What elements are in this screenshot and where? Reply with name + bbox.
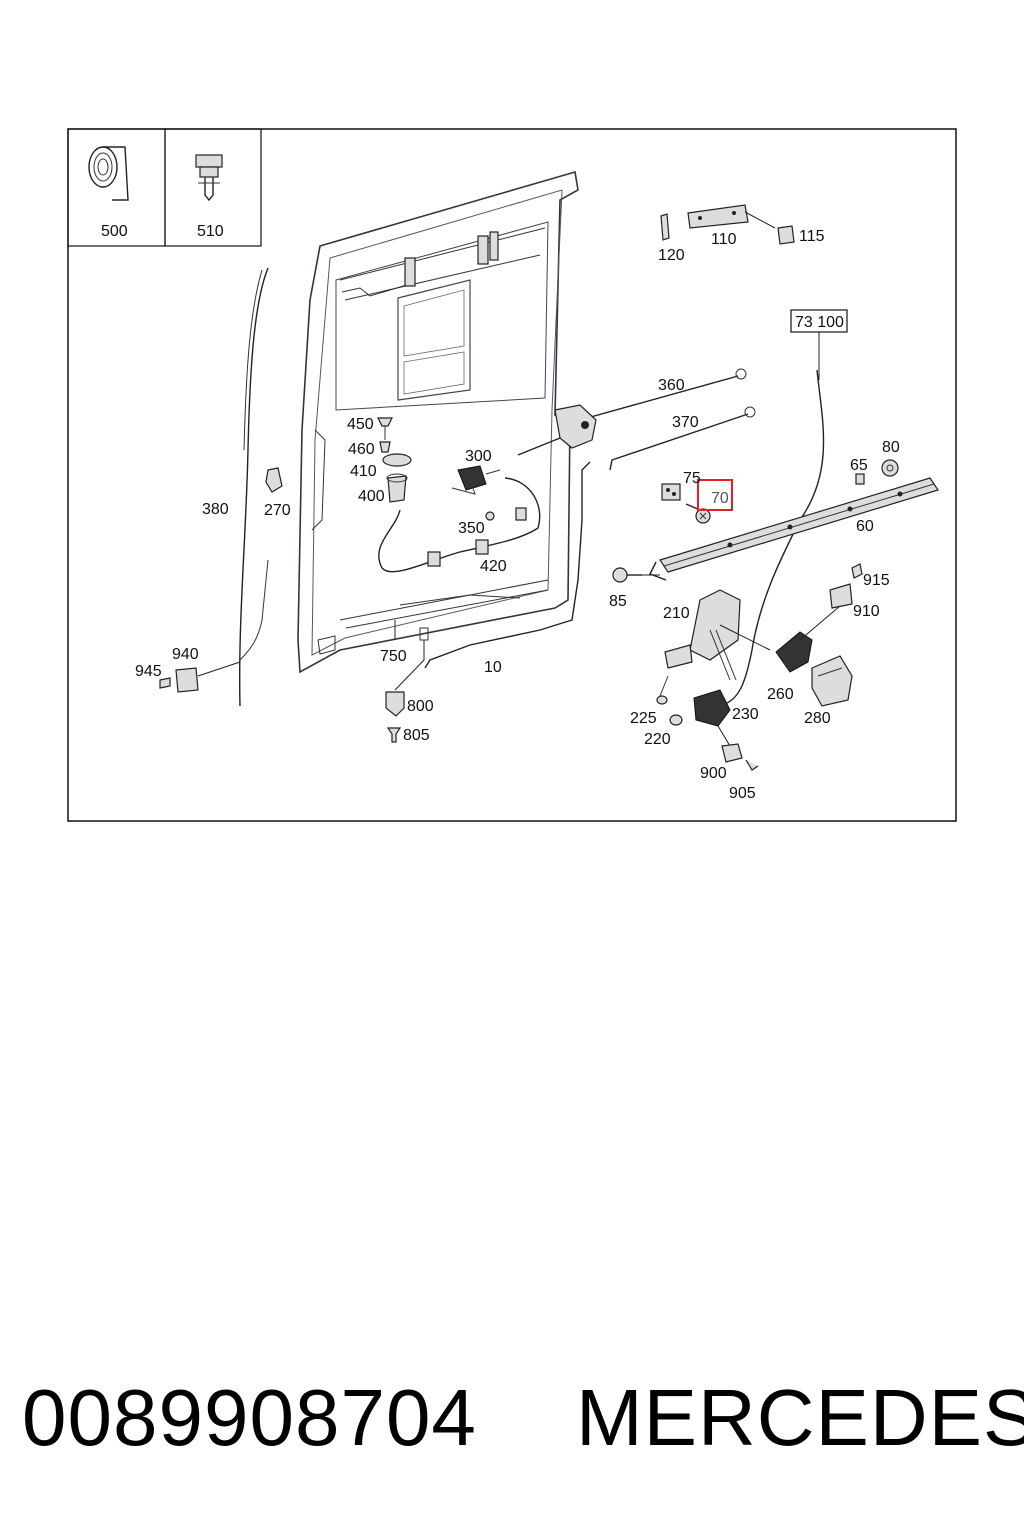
screw-225 <box>656 675 669 705</box>
highlight-box-70 <box>697 479 733 511</box>
part-number: 0089908704 <box>22 1373 477 1462</box>
callout-410: 410 <box>350 463 377 480</box>
tape-roll-icon <box>88 146 129 201</box>
callout-460: 460 <box>348 441 375 458</box>
harness-420 <box>378 477 541 573</box>
bumper-270 <box>265 467 283 493</box>
diagram-frame <box>67 128 957 822</box>
callout-805: 805 <box>403 727 430 744</box>
callout-260: 260 <box>767 686 794 703</box>
callout-65: 65 <box>850 457 868 474</box>
nut-220 <box>669 714 683 726</box>
footer: 0089908704 MERCEDES <box>0 1372 1024 1472</box>
callout-800: 800 <box>407 698 434 715</box>
plug-915 <box>851 563 863 579</box>
callout-420: 420 <box>480 558 507 575</box>
inset-boxes: 500 510 <box>67 128 262 247</box>
callout-915: 915 <box>863 572 890 589</box>
callout-350: 350 <box>458 520 485 537</box>
callout-300: 300 <box>465 448 492 465</box>
callout-370: 370 <box>672 414 699 431</box>
callout-85: 85 <box>609 593 627 610</box>
callout-750: 750 <box>380 648 407 665</box>
callout-450: 450 <box>347 416 374 433</box>
inset-label-510: 510 <box>197 223 224 240</box>
pad-75 <box>661 483 681 501</box>
cap-120 <box>660 213 670 241</box>
actuator-300 <box>451 465 501 495</box>
callout-225: 225 <box>630 710 657 727</box>
callout-900: 900 <box>700 765 727 782</box>
fastener-stack <box>377 417 412 503</box>
connector-800 <box>385 627 429 717</box>
rod-360 <box>579 368 747 421</box>
callout-73100: 73 100 <box>795 314 844 331</box>
screw-350 <box>485 511 495 521</box>
callout-70: 70 <box>711 490 729 507</box>
washer-80 <box>881 459 899 477</box>
lock-210 <box>664 589 771 681</box>
callout-230: 230 <box>732 706 759 723</box>
latch-lever <box>517 404 597 456</box>
callout-115: 115 <box>799 228 825 245</box>
seal-strip-380 <box>238 267 269 707</box>
callout-910: 910 <box>853 603 880 620</box>
callout-360: 360 <box>658 377 685 394</box>
control-module-260 <box>775 631 813 673</box>
screw-805 <box>386 727 402 743</box>
clip-65 <box>855 473 865 485</box>
guide-rail-60 <box>649 477 939 581</box>
brand-name: MERCEDES <box>576 1373 1024 1462</box>
rear-door-panel <box>297 170 579 674</box>
callout-120: 120 <box>658 247 685 264</box>
callout-220: 220 <box>644 731 671 748</box>
handle-110 <box>687 204 776 229</box>
callout-380: 380 <box>202 501 229 518</box>
callout-10: 10 <box>484 659 502 676</box>
connector-940 <box>159 559 269 693</box>
callout-945: 945 <box>135 663 162 680</box>
callout-400: 400 <box>358 488 385 505</box>
callout-905: 905 <box>729 785 756 802</box>
callout-280: 280 <box>804 710 831 727</box>
clip-115 <box>777 225 795 245</box>
rod-370 <box>609 406 756 471</box>
connector-900 <box>717 725 759 771</box>
cable-10 <box>424 461 591 669</box>
callout-940: 940 <box>172 646 199 663</box>
bolt-85 <box>612 567 660 583</box>
bowden-cable-73100 <box>721 309 848 706</box>
motor-280 <box>811 655 853 707</box>
callout-75: 75 <box>683 470 701 487</box>
inset-label-500: 500 <box>101 223 128 240</box>
callout-60: 60 <box>856 518 874 535</box>
lock-unit-230 <box>693 689 731 727</box>
clip-icon <box>195 154 223 202</box>
callout-270: 270 <box>264 502 291 519</box>
connector-910 <box>799 583 853 641</box>
callout-110: 110 <box>711 231 737 248</box>
callout-80: 80 <box>882 439 900 456</box>
callout-210: 210 <box>663 605 690 622</box>
